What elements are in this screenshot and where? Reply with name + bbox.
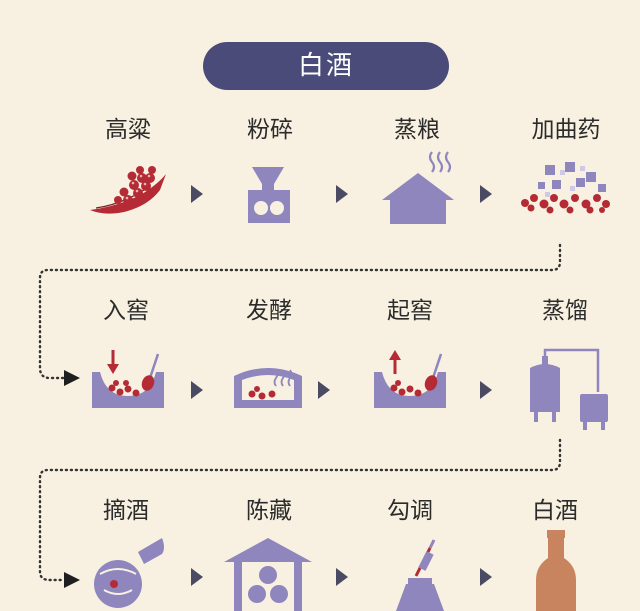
step-label-fermentation: 发酵 <box>246 298 292 324</box>
arrow-1-2 <box>191 185 203 203</box>
arrow-7-8 <box>480 381 492 399</box>
bottle-icon <box>536 530 576 611</box>
step-label-pit-in: 入窖 <box>103 298 149 324</box>
add-yeast-icon <box>521 162 610 214</box>
fermentation-icon <box>234 368 302 408</box>
step-label-grinding: 粉碎 <box>247 117 293 143</box>
blending-icon <box>396 539 444 611</box>
pit-out-icon <box>374 350 446 408</box>
step-label-sorghum: 高粱 <box>105 117 151 143</box>
connector-row1-row2 <box>38 243 562 380</box>
liquor-collecting-icon <box>94 538 164 608</box>
arrow-2-3 <box>336 185 348 203</box>
step-label-baijiu: 白酒 <box>532 498 578 524</box>
pit-in-icon <box>92 350 164 408</box>
step-label-aging: 陈藏 <box>246 498 292 524</box>
steaming-house-icon <box>382 151 454 224</box>
step-label-add-yeast: 加曲药 <box>531 117 601 143</box>
step-label-blending: 勾调 <box>387 498 433 524</box>
aging-storage-icon <box>224 538 312 611</box>
grinder-icon <box>248 167 290 223</box>
arrow-10-11 <box>336 568 348 586</box>
step-label-pit-out: 起窖 <box>387 298 433 324</box>
distillation-icon <box>530 348 608 430</box>
arrow-3-4 <box>480 185 492 203</box>
arrow-6-7 <box>318 381 330 399</box>
step-label-steaming: 蒸粮 <box>394 117 440 143</box>
arrow-5-6 <box>191 381 203 399</box>
step-label-collecting: 摘酒 <box>103 498 149 524</box>
sorghum-icon <box>90 166 166 214</box>
arrow-into-row2 <box>64 370 80 386</box>
connector-row2-row3 <box>38 438 562 582</box>
arrow-into-row3 <box>64 572 80 588</box>
arrow-9-10 <box>191 568 203 586</box>
arrow-11-12 <box>480 568 492 586</box>
step-label-distillation: 蒸馏 <box>542 298 588 324</box>
title-pill: 白酒 <box>203 42 449 90</box>
